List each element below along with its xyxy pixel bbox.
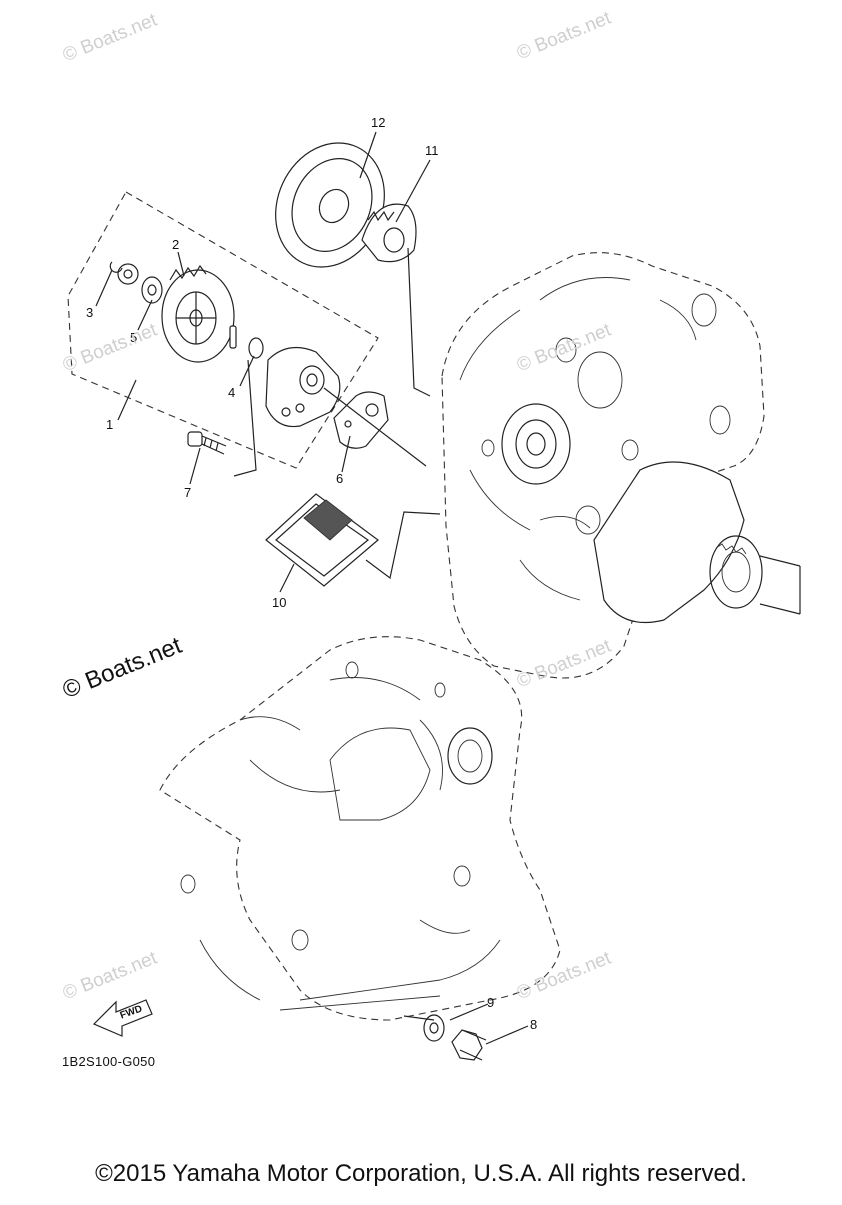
callout-7: 7 <box>184 485 192 500</box>
oil-strainer-part <box>265 493 379 587</box>
callout-11: 11 <box>425 143 439 158</box>
callout-8: 8 <box>530 1017 538 1032</box>
leader-line <box>403 1015 435 1021</box>
left-crankcase-half <box>159 636 561 1021</box>
callout-12: 12 <box>371 115 386 130</box>
leader-line <box>407 247 431 397</box>
pin-part <box>229 325 237 349</box>
oil-pump-assembly-outline <box>67 191 379 469</box>
washer-part <box>141 276 163 304</box>
drive-gear-part <box>361 203 417 263</box>
callout-6: 6 <box>336 471 344 486</box>
drawing-code: 1B2S100-G050 <box>62 1054 156 1069</box>
callout-leaders <box>95 131 529 1045</box>
callout-2: 2 <box>172 237 180 252</box>
oil-pump-body-part <box>265 346 341 428</box>
screw-part <box>187 431 227 455</box>
callout-10: 10 <box>272 595 287 610</box>
leader-line <box>365 511 441 580</box>
leader-line <box>233 359 257 477</box>
callout-9: 9 <box>487 995 495 1010</box>
copyright-notice: ©2015 Yamaha Motor Corporation, U.S.A. A… <box>95 1160 747 1187</box>
callout-3: 3 <box>86 305 94 320</box>
right-crankcase-half <box>441 252 801 679</box>
callout-1: 1 <box>106 417 114 432</box>
gasket-part <box>333 391 389 449</box>
leader-line <box>323 387 427 467</box>
o-ring-part <box>248 337 264 359</box>
drain-washer-part <box>423 1014 445 1042</box>
circlip-part <box>109 261 139 285</box>
callout-5: 5 <box>130 330 138 345</box>
oil-pump-gear-part <box>161 264 235 363</box>
drain-bolt-part <box>451 1029 487 1061</box>
oil-seal-cover-part <box>275 142 385 268</box>
callout-4: 4 <box>228 385 236 400</box>
fwd-arrow <box>92 999 153 1037</box>
